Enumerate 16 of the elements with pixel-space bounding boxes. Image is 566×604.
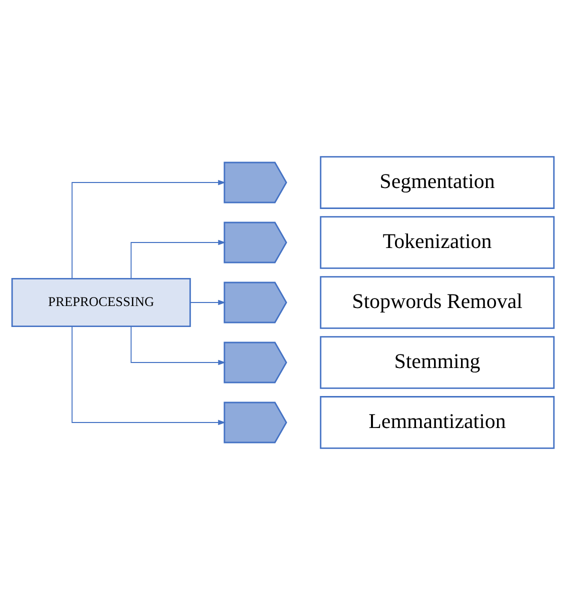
node-pentagon [224,221,288,263]
node-box: Lemmantization [320,396,555,448]
node-box: PREPROCESSING [11,277,191,327]
arrow [130,326,226,365]
node-box: Stemming [320,336,555,388]
arrow [72,326,226,425]
arrow [130,239,226,278]
arrow [190,299,226,305]
node-pentagon [224,341,288,383]
node-box: Tokenization [320,216,555,268]
node-pentagon [224,281,288,323]
node-pentagon [224,401,288,443]
node-box: Segmentation [320,156,555,208]
arrow [72,179,226,278]
node-box: Stopwords Removal [320,276,555,328]
node-pentagon [224,161,288,203]
